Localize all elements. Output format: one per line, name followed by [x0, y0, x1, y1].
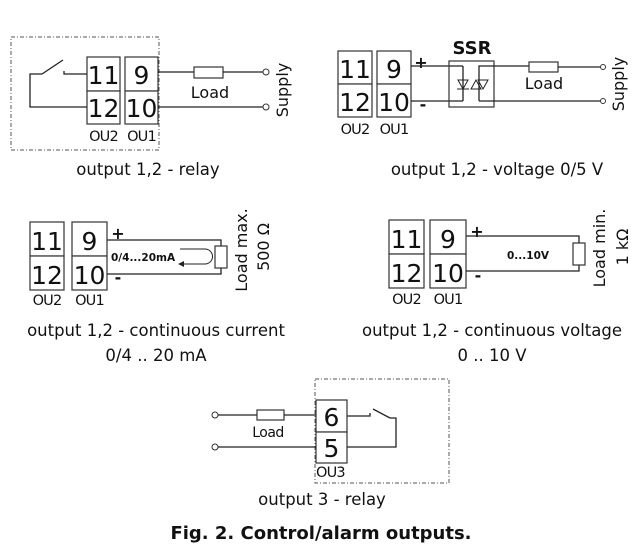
terminal-label: 11	[391, 225, 423, 254]
load-label: Load	[525, 74, 563, 93]
plus-sign: +	[414, 53, 427, 72]
relay-switch-icon	[29, 59, 87, 108]
supply-terminal-icon	[262, 68, 270, 76]
output-group-label: OU1	[434, 292, 463, 308]
terminal-11	[29, 221, 65, 257]
output-group-label: OU1	[75, 293, 104, 309]
diagram-caption-range: 0 .. 10 V	[457, 346, 527, 365]
load-spec-value: 1 kΩ	[613, 229, 632, 266]
terminal-label: 6	[324, 403, 340, 432]
ssr-label: SSR	[453, 38, 492, 59]
diagram-caption: output 1,2 - voltage 0/5 V	[391, 160, 604, 179]
terminal-label: 10	[378, 88, 410, 117]
minus-sign: -	[475, 266, 482, 285]
output-group-label: OU2	[33, 293, 62, 309]
terminal-12	[86, 90, 121, 125]
diagram-caption-range: 0/4 .. 20 mA	[105, 346, 207, 365]
supply-terminal-icon	[600, 64, 606, 70]
terminal-label: 10	[432, 259, 464, 288]
supply-terminal-icon	[262, 103, 270, 111]
load-label: Load	[252, 425, 284, 441]
minus-sign: -	[115, 268, 122, 287]
figure-title: Fig. 2. Control/alarm outputs.	[170, 523, 471, 544]
diagram-caption: output 1,2 - continuous voltage	[362, 321, 622, 340]
diagram-relay-output-3: 6 5 OU3 Load output 3 - relay	[211, 378, 450, 509]
output-group-label: OU2	[392, 292, 421, 308]
load-spec-label: Load max.	[232, 208, 251, 291]
terminal-12	[29, 255, 65, 291]
terminal-label: 5	[324, 434, 340, 463]
diagram-continuous-current-output: 11 9 12 10 OU2 OU1 + - 0/4...20mA Load m…	[27, 208, 285, 365]
supply-label: Supply	[609, 57, 628, 112]
load-resistor-icon	[193, 66, 224, 79]
terminal-label: 12	[31, 261, 63, 290]
terminal-11	[337, 50, 373, 85]
plus-sign: +	[111, 224, 124, 243]
terminal-9	[71, 221, 108, 257]
supply-terminal-icon	[211, 411, 219, 419]
terminal-label: 9	[386, 55, 402, 84]
terminal-label: 12	[391, 259, 423, 288]
signal-label: 0/4...20mA	[111, 252, 176, 264]
supply-terminal-icon	[600, 98, 606, 104]
output-group-label: OU3	[316, 465, 345, 481]
diagram-caption: output 3 - relay	[258, 490, 386, 509]
terminal-label: 11	[31, 227, 63, 256]
terminal-12	[388, 253, 425, 289]
terminal-10	[429, 253, 467, 289]
diagram-caption: output 1,2 - continuous current	[27, 321, 285, 340]
output-group-label: OU1	[380, 122, 409, 138]
terminal-label: 11	[88, 61, 120, 90]
terminal-10	[376, 83, 412, 118]
terminal-label: 9	[134, 61, 150, 90]
current-loop-arrow-icon	[178, 248, 213, 267]
diagram-caption: output 1,2 - relay	[76, 160, 220, 179]
output-group-label: OU2	[341, 122, 370, 138]
terminal-11	[388, 219, 425, 255]
load-resistor-icon	[214, 245, 228, 269]
load-spec-label: Load min.	[590, 209, 609, 288]
terminal-9	[429, 219, 467, 255]
diagram-ssr-voltage-output: 11 9 12 10 OU2 OU1 + - SSR Load Supply o…	[337, 38, 628, 179]
ssr-relay-icon	[448, 60, 603, 108]
load-spec-value: 500 Ω	[254, 223, 273, 271]
signal-label: 0...10V	[507, 250, 550, 262]
terminal-label: 12	[88, 94, 120, 123]
terminal-12	[337, 83, 373, 118]
terminal-label: 11	[339, 55, 371, 84]
terminal-label: 9	[82, 227, 98, 256]
device-boundary	[10, 36, 160, 151]
terminal-10	[124, 90, 159, 125]
supply-label: Supply	[273, 63, 292, 118]
minus-sign: -	[420, 95, 427, 114]
terminal-label: 9	[440, 225, 456, 254]
diagram-relay-output-1-2: 11 9 12 10 OU2 OU1 Load Supply output 1,…	[10, 36, 292, 179]
load-resistor-icon	[256, 409, 285, 421]
terminal-label: 10	[74, 261, 106, 290]
diagram-continuous-voltage-output: 11 9 12 10 OU2 OU1 + - 0...10V Load min.…	[362, 209, 632, 365]
plus-sign: +	[470, 222, 483, 241]
load-resistor-icon	[572, 242, 586, 266]
supply-terminal-icon	[211, 443, 219, 451]
device-boundary	[314, 378, 450, 484]
output-group-label: OU1	[127, 129, 156, 145]
terminal-label: 12	[339, 88, 371, 117]
load-label: Load	[191, 83, 229, 102]
relay-switch-icon	[347, 408, 397, 448]
output-group-label: OU2	[89, 129, 118, 145]
load-resistor-icon	[528, 61, 559, 73]
terminal-label: 10	[126, 94, 158, 123]
terminal-10	[71, 255, 108, 291]
